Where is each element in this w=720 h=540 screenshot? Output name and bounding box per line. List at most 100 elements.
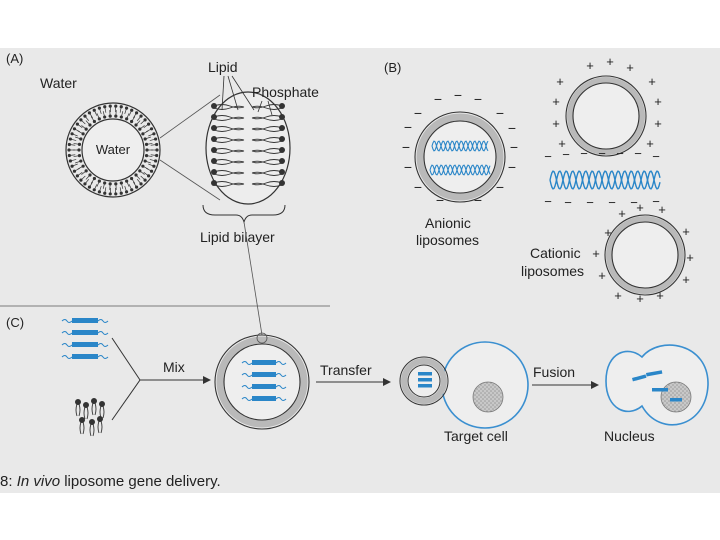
figure-caption: 8: In vivo liposome gene delivery. — [0, 473, 221, 490]
lipid-head — [143, 159, 147, 163]
bilayer-tail — [213, 105, 245, 110]
minus-sign: − — [404, 159, 412, 175]
lipid-head — [88, 123, 92, 127]
lipid-molecule-tail — [83, 406, 89, 420]
lipid-molecule-tail — [79, 421, 85, 435]
cationic-label-2: liposomes — [521, 263, 584, 279]
fusion-label: Fusion — [533, 364, 575, 380]
lipid-molecule-head — [79, 417, 85, 423]
plus-sign: + — [552, 94, 560, 109]
fused-cell-group — [605, 344, 709, 426]
cationic-liposome-top: +++++++++++ — [552, 54, 662, 157]
phosphate-label: Phosphate — [252, 84, 319, 100]
panel-b: (B) −−−−−−−−−−−−−−− Anionic liposomes ++… — [384, 54, 694, 306]
dna-fragment-tail — [61, 355, 73, 359]
lipid-head — [97, 106, 102, 110]
bilayer-tail — [251, 171, 283, 176]
minus-sign: − — [544, 149, 552, 164]
loaded-dna-fragment-tail — [275, 361, 287, 365]
lipid-head — [92, 108, 96, 112]
loaded-dna-fragment-tail — [275, 385, 287, 389]
lipid-head — [84, 127, 88, 131]
minus-sign: − — [474, 192, 482, 208]
minus-sign: − — [414, 179, 422, 195]
lipid-head — [88, 173, 92, 177]
cationic-top-inner — [572, 82, 640, 150]
lipid-head — [114, 104, 118, 108]
loaded-dna-fragment-tail — [241, 385, 253, 389]
lipid-head — [77, 148, 81, 152]
lipid-head — [143, 137, 147, 141]
cationic-bottom-band — [606, 216, 684, 294]
panel-b-label: (B) — [384, 60, 401, 75]
lipid-head — [67, 142, 71, 147]
minus-sign: − — [564, 195, 572, 210]
lipid-pointer-3 — [231, 75, 255, 111]
loaded-dna-fragment-tail — [241, 397, 253, 401]
dna-fragment-tail — [97, 319, 109, 323]
minus-sign: − — [652, 149, 660, 164]
minus-sign: − — [510, 139, 518, 155]
free-dna-helix: −−−−−−−−−−−−− — [544, 146, 661, 210]
lipid-head — [154, 137, 158, 141]
lipid-head — [146, 122, 151, 126]
phosphate-pointer-1 — [257, 100, 263, 113]
bilayer-tail — [251, 105, 283, 110]
lipid-molecules — [75, 398, 105, 437]
helix-strand-b — [549, 170, 661, 190]
caption-rest: liposome gene delivery. — [60, 473, 221, 490]
lipid-head — [97, 117, 101, 121]
lipid-head — [144, 153, 149, 158]
bilayer-tail — [213, 171, 245, 176]
plus-sign: + — [636, 200, 644, 215]
loaded-dna-fragment — [252, 384, 276, 389]
bilayer-tail — [213, 149, 245, 154]
panel-c-label: (C) — [6, 315, 24, 330]
mix-bracket-bottom — [111, 379, 141, 421]
lipid-head — [79, 178, 83, 182]
small-dna-fragment — [418, 378, 432, 382]
lipid-head — [125, 179, 129, 183]
fused-cell-dna — [631, 370, 682, 402]
lipid-head — [129, 176, 134, 181]
mix-bracket-top — [111, 337, 141, 381]
plus-sign: + — [592, 246, 600, 261]
lipid-head — [124, 190, 129, 194]
minus-sign: − — [414, 105, 422, 121]
plus-sign: + — [646, 136, 654, 151]
dna-fragment-tail — [97, 355, 109, 359]
bilayer-tail — [213, 170, 245, 175]
bilayer-tail — [213, 160, 245, 165]
bilayer-tail — [251, 127, 283, 132]
lipid-head — [139, 182, 143, 186]
cationic-top-outer — [565, 75, 647, 157]
lipid-molecule-tail — [89, 423, 95, 437]
bilayer-head — [279, 125, 285, 131]
plus-sign: + — [626, 60, 634, 75]
anionic-label-2: liposomes — [416, 232, 479, 248]
minus-sign: − — [402, 139, 410, 155]
plus-sign: + — [586, 58, 594, 73]
lipid-head — [152, 164, 156, 168]
lipid-head — [114, 114, 118, 118]
target-cell-label: Target cell — [444, 428, 508, 444]
bilayer-tail — [213, 182, 245, 187]
figure-liposome-gene-delivery: (A) Water Water Lipid Phosphate Lipid bi… — [0, 48, 720, 493]
dna-fragment-tail — [61, 319, 73, 323]
minus-sign: − — [616, 146, 624, 161]
fused-cell-membrane — [605, 344, 709, 426]
bilayer-magnified — [205, 91, 291, 205]
bilayer-tail — [251, 104, 283, 109]
lipid-head — [141, 132, 145, 136]
plus-sign: + — [656, 288, 664, 303]
helix-strand-a — [549, 170, 661, 190]
liposome-inner-edge — [81, 118, 145, 182]
plus-sign: + — [556, 74, 564, 89]
loaded-dna-fragment — [252, 360, 276, 365]
lipid-head — [68, 137, 72, 141]
anionic-membrane-band — [416, 113, 504, 201]
minus-sign: − — [586, 195, 594, 210]
minus-sign: − — [434, 91, 442, 107]
lipid-head — [143, 118, 147, 122]
small-liposome-outer — [399, 356, 449, 406]
